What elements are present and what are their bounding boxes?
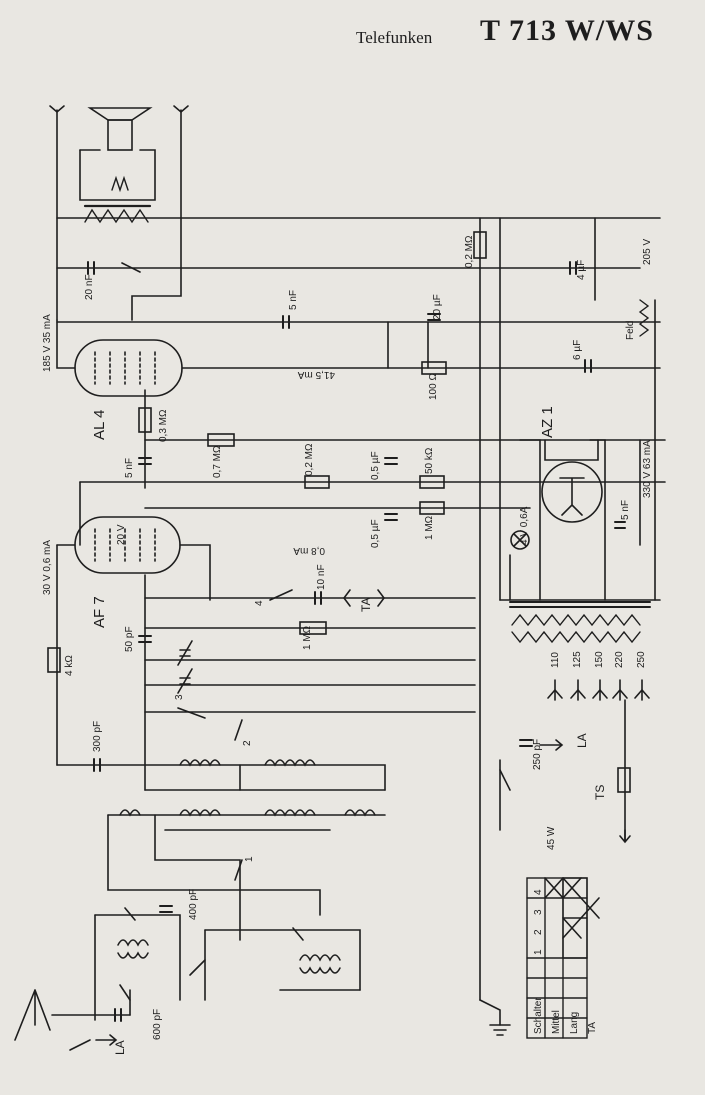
speaker (87, 107, 153, 193)
label-c5nf: 5 nF (288, 290, 299, 310)
label-c20nf: 20 nF (84, 274, 95, 300)
label-c250pf: 250 pF (532, 739, 543, 770)
tap-label: 220 (614, 651, 625, 668)
label-30v: 30 V 0,6 mA (42, 540, 53, 595)
label-r07m: 0,7 MΩ (212, 445, 223, 478)
switch-number: 2 (242, 740, 253, 746)
tap-label: 125 (572, 651, 583, 668)
tap-label: 110 (550, 652, 561, 668)
label-415ma: 41,5 mA (297, 369, 335, 380)
label-c400pf: 400 pF (188, 889, 199, 920)
label-c05uf-a: 0,5 µF (370, 451, 381, 480)
switch-table-row: Mittel (551, 1010, 562, 1034)
phono-jack-icon (343, 589, 385, 607)
output-transformer (83, 204, 152, 224)
label-08ma: 0,8 mA (293, 545, 325, 556)
label-c300pf: 300 pF (92, 721, 103, 752)
label-c10nf: 10 nF (316, 564, 327, 590)
switch-table-cross (562, 917, 582, 939)
label-r02m-top: 0,2 MΩ (464, 235, 475, 268)
switch-table-col: 3 (533, 909, 544, 915)
switch-table-header: Schalter (533, 997, 544, 1034)
label-la-right: LA (575, 733, 589, 748)
antenna-terminals (49, 105, 189, 114)
resistors (47, 231, 650, 793)
label-ts: TS (593, 785, 607, 800)
capacitors (87, 261, 626, 1022)
wiring (51, 109, 666, 1036)
tube-az1 (541, 439, 603, 523)
label-feld: Feld (625, 321, 636, 340)
label-c05uf-b: 0,5 µF (370, 519, 381, 548)
label-r03m: 0,3 MΩ (158, 409, 169, 442)
label-r100: 100 Ω (428, 373, 439, 400)
label-r1m-b: 1 MΩ (302, 625, 313, 650)
switch-number: 4 (254, 600, 265, 606)
tube-af7 (74, 516, 181, 574)
label-ta: TA (359, 598, 373, 612)
switch-table-col: 1 (533, 949, 544, 955)
antenna-icon (14, 989, 51, 1041)
tap-arrows (547, 688, 650, 699)
tap-label: 250 (636, 651, 647, 668)
pilot-lamp (510, 530, 530, 550)
trimmer-capacitors (124, 640, 304, 941)
tap-label: 150 (594, 651, 605, 668)
label-c5nf-grid: 5 nF (124, 458, 135, 478)
switch-table-col: 4 (533, 889, 544, 895)
tube-label-az1: AZ 1 (539, 406, 556, 438)
label-c4uf: 4 µF (576, 260, 587, 280)
la-arrow-icon (95, 739, 631, 1046)
label-la-left: LA (113, 1040, 127, 1055)
label-r50k: 50 kΩ (424, 447, 435, 474)
tube-al4 (74, 339, 183, 397)
label-205v: 205 V (642, 239, 653, 265)
switch-number: 3 (174, 694, 185, 700)
model-title: T 713 W/WS (480, 14, 654, 47)
tube-label-al4: AL 4 (91, 410, 108, 440)
label-r1m-a: 1 MΩ (424, 515, 435, 540)
label-lamp: 4 V 0,6A (519, 506, 530, 545)
label-c50pf: 50 pF (124, 626, 135, 652)
switch-table-cross (544, 877, 564, 899)
switch-number: 1 (244, 856, 255, 862)
label-45w: 45 W (546, 826, 557, 850)
label-c600pf: 600 pF (152, 1009, 163, 1040)
label-r02m: 0,2 MΩ (304, 443, 315, 476)
switch-table-cross (562, 877, 582, 899)
label-c20uf: 20 µF (432, 294, 443, 320)
switch-table-grid (526, 877, 588, 1039)
switch-table-col: 2 (533, 929, 544, 935)
switches (69, 262, 511, 1051)
label-r4k: 4 kΩ (64, 655, 75, 676)
switch-table-row: TA (587, 1022, 598, 1034)
tube-label-af7: AF 7 (91, 596, 108, 628)
mains-transformer (509, 601, 651, 644)
label-185v: 185 V 35 mA (42, 314, 53, 372)
label-20v: 20 V (116, 524, 127, 545)
brand-label: Telefunken (356, 28, 433, 47)
switch-table-row: Lang (569, 1012, 580, 1034)
label-c5nf-rect: 5 nF (620, 500, 631, 520)
switch-table-cross (580, 897, 600, 919)
switch-table-marks (544, 877, 600, 939)
coils (117, 759, 376, 974)
label-c6uf: 6 µF (572, 340, 583, 360)
text-labels: AL 4 AF 7 AZ 1 185 V 35 mA 30 V 0,6 mA 2… (42, 235, 653, 1055)
label-330v: 330 V 63 mA (642, 440, 653, 498)
